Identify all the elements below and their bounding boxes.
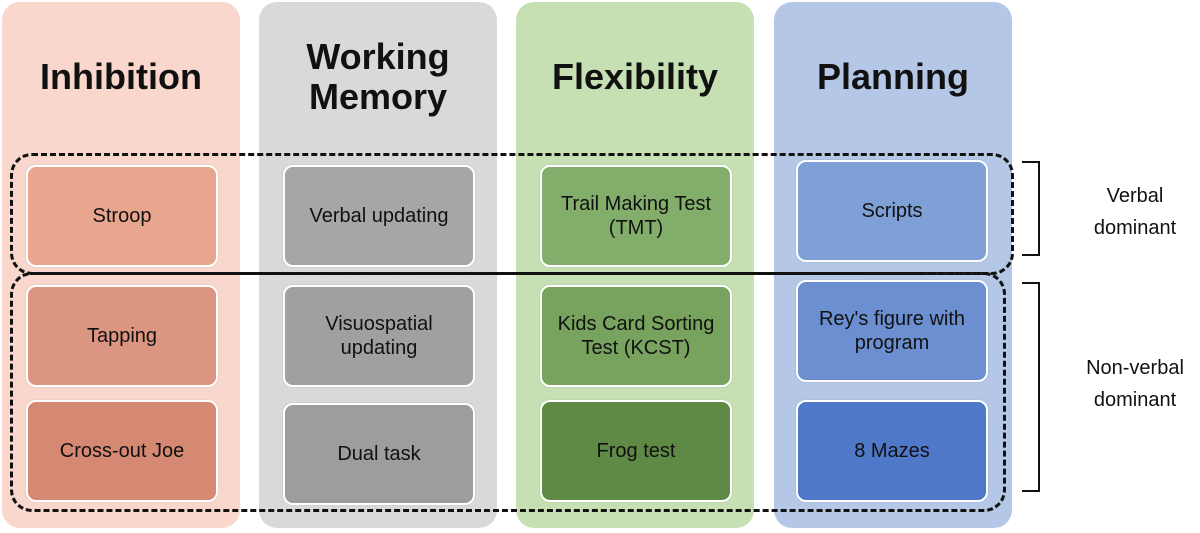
task-scripts: Scripts [796, 160, 988, 262]
task-frog-test: Frog test [540, 400, 732, 502]
task-cross-out-joe: Cross-out Joe [26, 400, 218, 502]
title-working-memory: Working Memory [306, 36, 450, 117]
task-verbal-updating: Verbal updating [283, 165, 475, 267]
nonverbal-bracket [1022, 282, 1040, 492]
title-planning: Planning [817, 56, 969, 98]
verbal-dominant-label: Verbal dominant [1093, 185, 1177, 239]
task-kids-card-sorting-test: Kids Card Sorting Test (KCST) [540, 285, 732, 387]
title-flexibility: Flexibility [551, 56, 719, 98]
task-trail-making-test: Trail Making Test (TMT) [540, 165, 732, 267]
task-visuospatial-updating: Visuospatial updating [283, 285, 475, 387]
nonverbal-dominant-group-box [10, 272, 1006, 512]
task-8-mazes: 8 Mazes [796, 400, 988, 502]
nonverbal-dominant-label: Non-verbal dominant [1086, 357, 1184, 411]
task-dual-task: Dual task [283, 403, 475, 505]
task-reys-figure: Rey's figure with program [796, 280, 988, 382]
verbal-bracket [1022, 161, 1040, 256]
title-inhibition: Inhibition [40, 56, 202, 98]
task-tapping: Tapping [26, 285, 218, 387]
verbal-dominant-group-box [10, 153, 1014, 275]
task-stroop: Stroop [26, 165, 218, 267]
